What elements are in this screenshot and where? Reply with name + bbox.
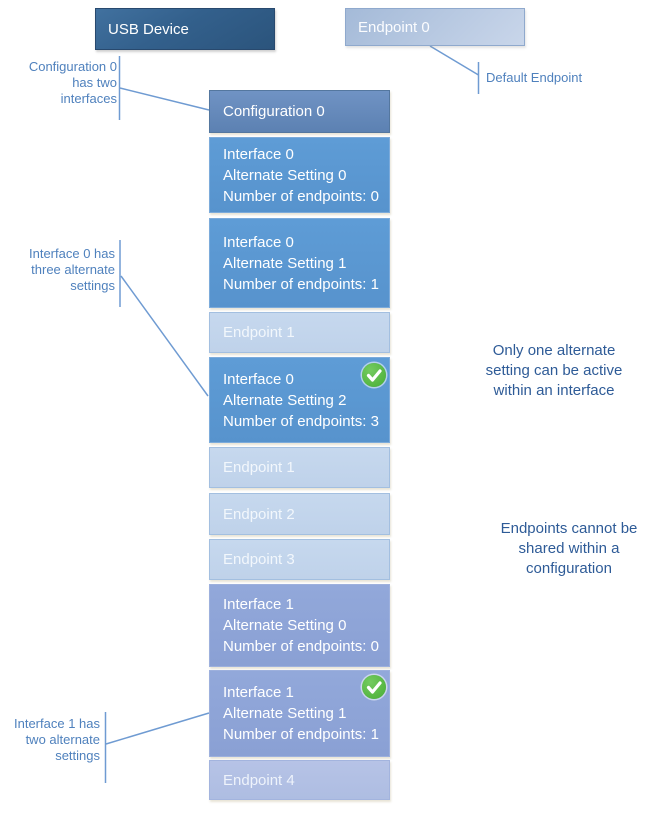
- callout-line: Default Endpoint: [486, 70, 583, 85]
- callout-line: two alternate: [25, 732, 100, 747]
- note-line: setting can be active: [485, 362, 623, 379]
- endpoint0-box: Endpoint 0: [345, 8, 525, 46]
- endpoint3-box: Endpoint 3: [209, 539, 390, 580]
- config-callout-leader: [119, 87, 210, 111]
- active-check-icon: [362, 675, 386, 699]
- usb-device-label: USB Device: [108, 20, 189, 38]
- note-endpoint-sharing: Endpoints cannot be shared within a conf…: [469, 519, 659, 579]
- callout-line: interfaces: [60, 91, 117, 106]
- usb-device-box: USB Device: [95, 8, 275, 50]
- endpoint-count: Number of endpoints: 0: [223, 187, 379, 205]
- endpoint4-box: Endpoint 4: [209, 760, 390, 800]
- endpoint0-label: Endpoint 0: [358, 18, 430, 36]
- active-check-icon: [362, 363, 386, 387]
- interface-name: Interface 1: [223, 596, 294, 613]
- callout-line: three alternate: [31, 262, 115, 277]
- endpoint1-box: Endpoint 1: [209, 447, 390, 488]
- interface1-alt1-box: Interface 1 Alternate Setting 1 Number o…: [209, 670, 390, 757]
- note-line: configuration: [526, 560, 612, 577]
- endpoint-count: Number of endpoints: 1: [223, 275, 379, 293]
- callout-line: Interface 0 has: [29, 246, 115, 261]
- endpoint3-label: Endpoint 3: [223, 551, 295, 568]
- note-line: Endpoints cannot be: [500, 520, 638, 537]
- endpoint1-label: Endpoint 1: [223, 459, 295, 476]
- callout-line: Configuration 0: [28, 59, 117, 74]
- interface0-alt2-box: Interface 0 Alternate Setting 2 Number o…: [209, 357, 390, 443]
- endpoint1-box: Endpoint 1: [209, 312, 390, 353]
- callout-line: settings: [70, 278, 115, 293]
- alternate-setting: Alternate Setting 1: [223, 254, 347, 272]
- callout-line: has two: [72, 75, 117, 90]
- endpoint-count: Number of endpoints: 3: [223, 412, 379, 430]
- interface-name: Interface 0: [223, 233, 294, 251]
- endpoint-count: Number of endpoints: 1: [223, 726, 379, 743]
- interface-name: Interface 0: [223, 145, 294, 163]
- interface1-callout-leader: [105, 712, 210, 745]
- endpoint-count: Number of endpoints: 0: [223, 638, 379, 655]
- callout-default-endpoint: Default Endpoint: [486, 70, 582, 86]
- configuration0-label: Configuration 0: [223, 103, 325, 120]
- interface0-alt0-box: Interface 0 Alternate Setting 0 Number o…: [209, 137, 390, 213]
- interface1-alt0-box: Interface 1 Alternate Setting 0 Number o…: [209, 584, 390, 667]
- endpoint1-label: Endpoint 1: [223, 324, 295, 341]
- note-line: Only one alternate: [492, 342, 616, 359]
- note-line: shared within a: [518, 540, 620, 557]
- note-line: within an interface: [493, 382, 615, 399]
- default-endpoint-leader: [429, 45, 479, 76]
- callout-line: Interface 1 has: [14, 716, 100, 731]
- interface-name: Interface 0: [223, 370, 294, 388]
- callout-interface0: Interface 0 has three alternate settings: [29, 246, 115, 294]
- alternate-setting: Alternate Setting 2: [223, 391, 347, 409]
- note-alternate-setting: Only one alternate setting can be active…: [454, 341, 654, 401]
- alternate-setting: Alternate Setting 0: [223, 166, 347, 184]
- configuration0-box: Configuration 0: [209, 90, 390, 133]
- endpoint2-label: Endpoint 2: [223, 505, 295, 523]
- callout-line: settings: [55, 748, 100, 763]
- callout-interface1: Interface 1 has two alternate settings: [14, 716, 100, 764]
- alternate-setting: Alternate Setting 0: [223, 617, 347, 634]
- interface0-alt1-box: Interface 0 Alternate Setting 1 Number o…: [209, 218, 390, 308]
- alternate-setting: Alternate Setting 1: [223, 705, 347, 722]
- callout-configuration: Configuration 0 has two interfaces: [29, 59, 117, 107]
- interface-name: Interface 1: [223, 684, 294, 701]
- endpoint2-box: Endpoint 2: [209, 493, 390, 535]
- interface0-callout-leader: [120, 275, 209, 397]
- endpoint4-label: Endpoint 4: [223, 771, 295, 789]
